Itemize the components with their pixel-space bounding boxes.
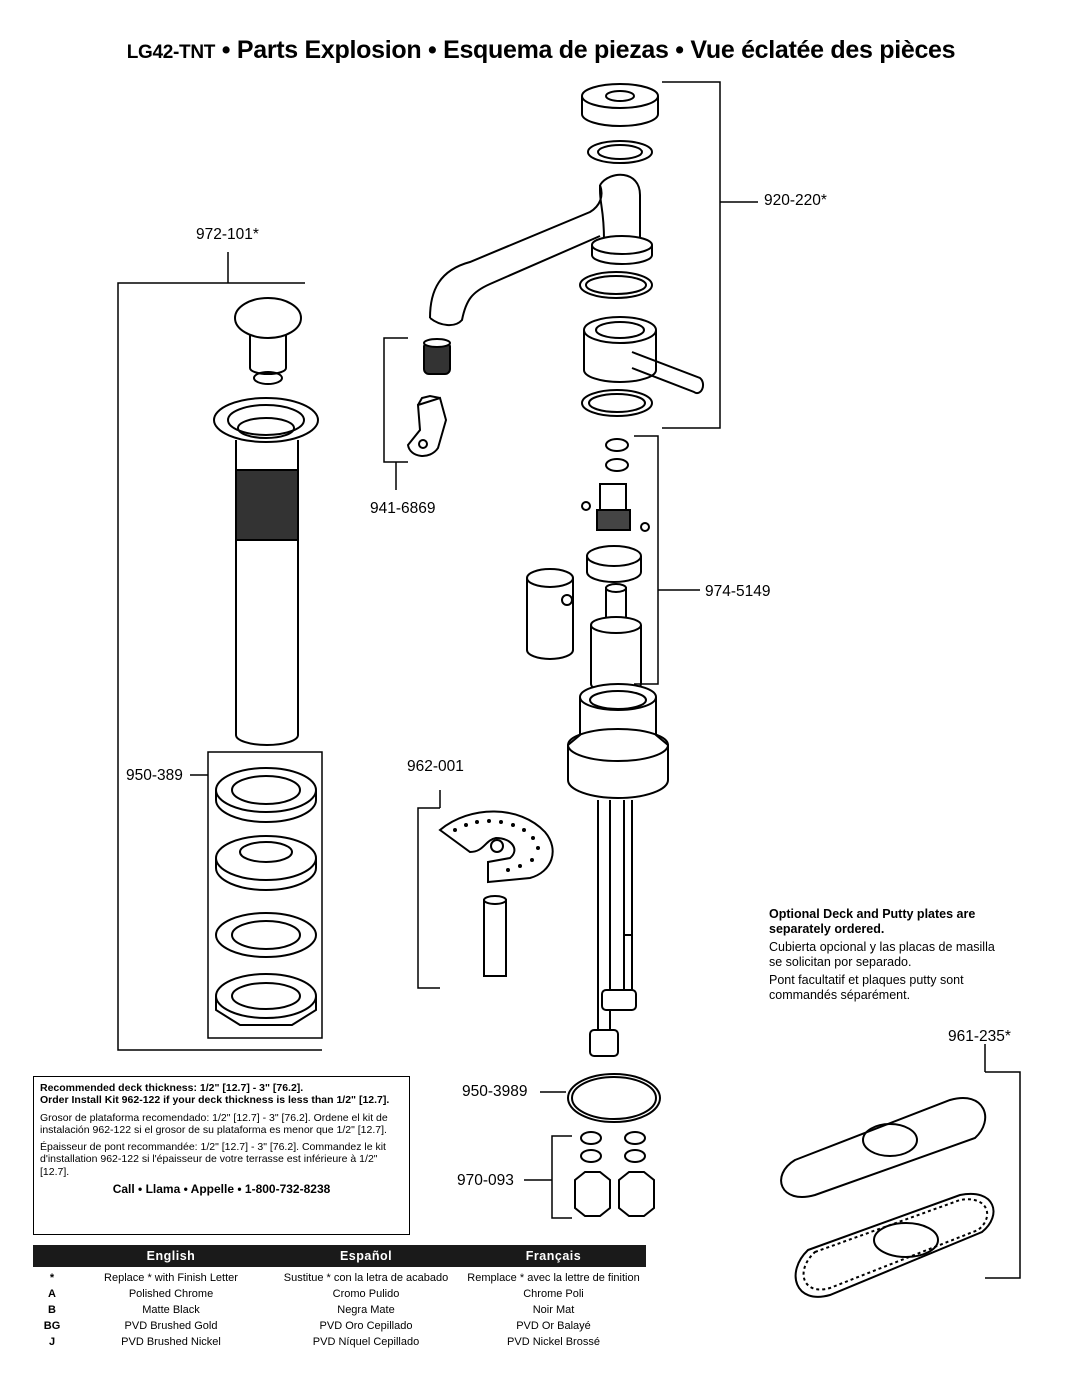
- title-separator: •: [221, 36, 231, 64]
- part-label-920-220: 920-220*: [764, 192, 827, 209]
- table-row: J PVD Brushed Nickel PVD Níquel Cepillad…: [33, 1334, 646, 1350]
- faucet-base: [567, 683, 669, 1057]
- finish-french: Noir Mat: [532, 1304, 575, 1316]
- finish-english: Matte Black: [142, 1304, 200, 1316]
- finish-english: Polished Chrome: [128, 1288, 214, 1300]
- legend-header-spanish: Español: [339, 1249, 393, 1263]
- gasket-stack: [190, 751, 323, 1039]
- table-row: A Polished Chrome Cromo Pulido Chrome Po…: [33, 1286, 646, 1302]
- deck-plates: [780, 1044, 1021, 1298]
- part-label-961-235: 961-235*: [948, 1028, 1011, 1045]
- deck-thickness-info: Recommended deck thickness: 1/2" [12.7] …: [33, 1076, 410, 1235]
- finish-spanish: Cromo Pulido: [332, 1288, 400, 1300]
- finish-english: PVD Brushed Nickel: [121, 1336, 221, 1348]
- part-label-974-5149: 974-5149: [705, 583, 771, 600]
- deck-info-english-line2: Order Install Kit 962-122 if your deck t…: [40, 1094, 390, 1107]
- part-label-950-3989: 950-3989: [462, 1083, 528, 1100]
- note-english: Optional Deck and Putty plates are separ…: [769, 907, 976, 936]
- finish-code: A: [48, 1288, 56, 1300]
- deck-info-spanish: Grosor de plataforma recomendado: 1/2" […: [40, 1111, 388, 1136]
- table-row: BG PVD Brushed Gold PVD Oro Cepillado PV…: [33, 1318, 646, 1334]
- note-french: Pont facultatif et plaques putty sont co…: [769, 973, 964, 1002]
- part-label-972-101: 972-101*: [196, 226, 259, 243]
- finish-spanish: PVD Níquel Cepillado: [312, 1336, 420, 1348]
- finish-spanish: PVD Oro Cepillado: [319, 1320, 413, 1332]
- title-english: Parts Explosion: [236, 36, 422, 64]
- finish-spanish: Sustitue * con la letra de acabado: [283, 1272, 449, 1284]
- spout-assembly: [429, 81, 758, 429]
- o-ring: [540, 1073, 661, 1123]
- finish-english: PVD Brushed Gold: [124, 1320, 218, 1332]
- finish-code: J: [48, 1336, 56, 1348]
- finish-code: *: [49, 1272, 55, 1284]
- finish-spanish: Negra Mate: [337, 1304, 395, 1316]
- table-row: B Matte Black Negra Mate Noir Mat: [33, 1302, 646, 1318]
- title-french: Vue éclatée des pièces: [690, 36, 956, 64]
- legend-header-english: English: [146, 1249, 196, 1263]
- deck-info-english: Recommended deck thickness: 1/2" [12.7] …: [40, 1082, 403, 1107]
- deck-info-french: Épaisseur de pont recommandée: 1/2" [12.…: [40, 1141, 386, 1178]
- table-row: * Replace * with Finish Letter Sustitue …: [33, 1270, 646, 1286]
- title-separator: •: [427, 36, 437, 64]
- finish-french: PVD Nickel Brossé: [507, 1336, 600, 1348]
- finish-legend-table: English Español Français * Replace * wit…: [33, 1245, 646, 1350]
- deck-info-english-line1: Recommended deck thickness: 1/2" [12.7] …: [40, 1082, 304, 1094]
- finish-code: B: [48, 1304, 56, 1316]
- title-spanish: Esquema de piezas: [443, 36, 669, 64]
- finish-french: Remplace * avec la lettre de finition: [467, 1272, 640, 1284]
- drain-assembly: [117, 252, 322, 1051]
- legend-header: English Español Français: [33, 1245, 646, 1267]
- part-label-950-389: 950-389: [126, 767, 183, 784]
- finish-english: Replace * with Finish Letter: [104, 1272, 238, 1284]
- supply-fittings: [524, 1131, 655, 1219]
- part-label-941-6869: 941-6869: [370, 500, 436, 517]
- finish-french: PVD Or Balayé: [516, 1320, 591, 1332]
- finish-french: Chrome Poli: [523, 1288, 584, 1300]
- part-label-962-001: 962-001: [407, 758, 464, 775]
- title-separator: •: [675, 36, 684, 64]
- legend-header-french: Français: [525, 1249, 582, 1263]
- model-number: LG42-TNT: [126, 42, 216, 63]
- page-title: LG42-TNT • Parts Explosion • Esquema de …: [0, 36, 1082, 65]
- part-label-970-093: 970-093: [457, 1172, 514, 1189]
- cartridge-assembly: [526, 435, 700, 693]
- finish-code: BG: [43, 1320, 61, 1332]
- note-spanish: Cubierta opcional y las placas de masill…: [769, 940, 995, 969]
- phone-number: Call • Llama • Appelle • 1-800-732-8238: [112, 1182, 331, 1197]
- optional-plates-note: Optional Deck and Putty plates are separ…: [769, 907, 999, 1006]
- mounting-bracket: [417, 790, 554, 989]
- aerator-and-key: [383, 337, 451, 490]
